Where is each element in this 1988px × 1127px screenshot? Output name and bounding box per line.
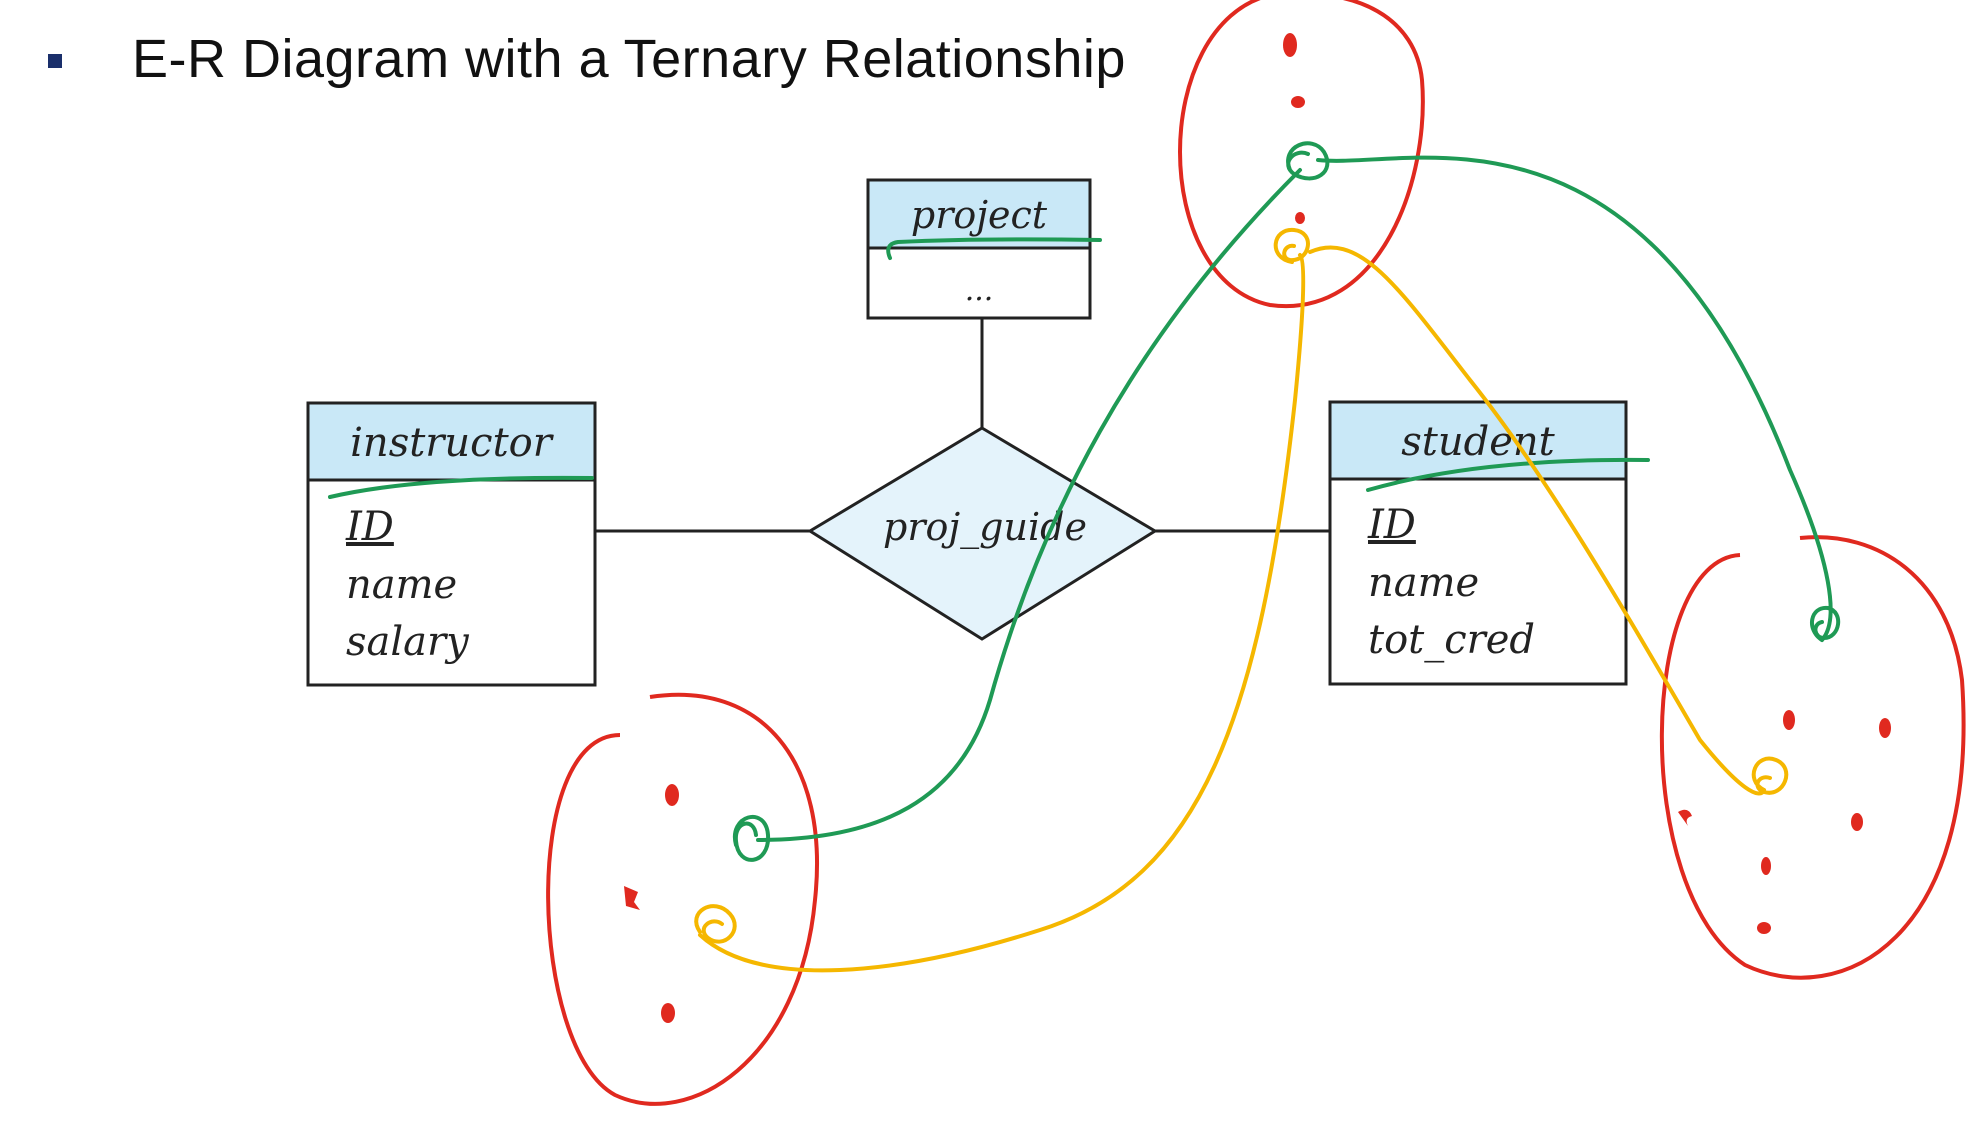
- project-set-circle: [1178, 0, 1425, 309]
- bullet-row: E-R Diagram with a Ternary Relationship: [48, 28, 1126, 90]
- yellow-loop-project: [1273, 227, 1310, 264]
- entity-instructor-attr-salary: salary: [346, 619, 470, 665]
- instructor-set-circle: [546, 692, 819, 1106]
- entity-student-header: [1328, 400, 1628, 481]
- entity-project-name: project: [911, 193, 1048, 237]
- relationship-name: proj_guide: [883, 505, 1087, 550]
- entity-project-header: [866, 178, 1092, 250]
- instructor-underline-stroke: [328, 475, 594, 499]
- yellow-link-project-student: [1308, 245, 1766, 796]
- slide-heading: E-R Diagram with a Ternary Relationship: [132, 29, 1126, 89]
- green-link-project-student: [1316, 155, 1833, 642]
- project-member-dot: [1291, 96, 1305, 108]
- entity-instructor-name: instructor: [350, 420, 555, 466]
- entity-student-attr-id: ID: [1367, 502, 1416, 548]
- red-member-dots: [624, 33, 1891, 1023]
- entity-student-attr-name: name: [1368, 560, 1479, 606]
- entity-student-name: student: [1401, 419, 1555, 465]
- red-entity-set-circles: [546, 0, 1966, 1106]
- student-member-dot: [1678, 809, 1692, 826]
- entity-student-attr-totcred: tot_cred: [1368, 617, 1535, 663]
- student-underline-stroke: [1366, 457, 1650, 492]
- green-loop-instructor: [732, 815, 771, 862]
- yellow-relationship-instance: [694, 227, 1789, 973]
- yellow-loop-instructor: [694, 904, 737, 944]
- yellow-loop-student: [1751, 756, 1789, 795]
- green-link-instructor-project: [756, 168, 1302, 842]
- relationship-diamond: [807, 426, 1158, 641]
- green-loop-project: [1286, 141, 1330, 181]
- entity-instructor: instructor ID name salary: [306, 401, 597, 687]
- project-underline-stroke: [886, 237, 1102, 260]
- student-member-dot: [1851, 813, 1863, 831]
- relationship-proj-guide: proj_guide: [807, 426, 1158, 641]
- green-underline-annotations: [328, 237, 1650, 499]
- bullet-square-icon: [48, 54, 62, 68]
- instructor-member-dot: [665, 784, 679, 806]
- student-set-circle: [1659, 535, 1966, 980]
- project-member-dot: [1283, 33, 1297, 57]
- instructor-member-dot: [624, 886, 640, 910]
- student-member-dot: [1879, 718, 1891, 738]
- entity-instructor-attr-id: ID: [345, 504, 394, 550]
- entity-instructor-attr-name: name: [346, 562, 457, 608]
- student-member-dot: [1783, 710, 1795, 730]
- entity-student: student ID name tot_cred: [1328, 400, 1628, 686]
- project-member-dot: [1295, 212, 1305, 224]
- green-relationship-instance: [732, 141, 1840, 862]
- student-member-dot: [1761, 857, 1771, 875]
- entity-project-attribute: ...: [965, 273, 994, 308]
- entity-project: project ...: [866, 178, 1092, 320]
- green-loop-student: [1810, 605, 1840, 642]
- yellow-link-instructor-project: [698, 253, 1306, 973]
- instructor-member-dot: [661, 1003, 675, 1023]
- student-member-dot: [1757, 922, 1771, 934]
